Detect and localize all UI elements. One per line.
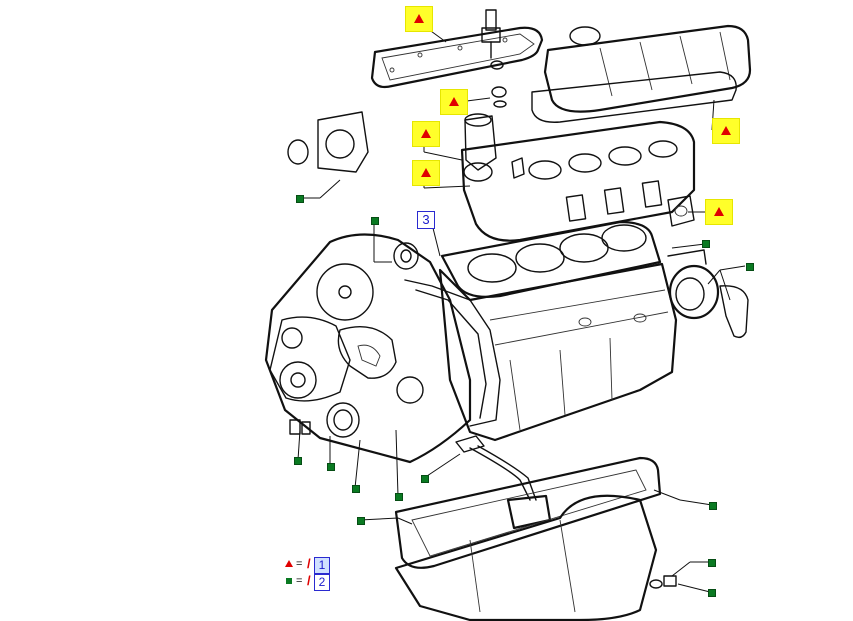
ref2-marker-sump-gasket-right[interactable] [709, 502, 717, 510]
ref2-marker-pickup-gasket[interactable] [421, 475, 429, 483]
ref1-marker-rocker-gasket[interactable] [405, 6, 433, 32]
ref2-marker-adaptor-gasket[interactable] [296, 195, 304, 203]
rocker-cover-gasket-left [370, 26, 544, 89]
adaptor-gasket [317, 111, 369, 173]
sump-gasket [394, 456, 662, 569]
cylinder-head [460, 120, 696, 242]
thermostat-housing [463, 113, 497, 182]
front-seals [287, 139, 419, 438]
leader-lines [297, 25, 746, 593]
ref1-marker-breather-seal[interactable] [440, 89, 468, 115]
ref2-marker-seal-ring[interactable] [371, 217, 379, 225]
ref1-marker-manifold-gasket[interactable] [705, 199, 733, 225]
manifold-gasket [667, 195, 695, 227]
cylinder-head-gasket [440, 220, 662, 298]
ref2-marker-drain-plug[interactable] [708, 559, 716, 567]
ref2-marker-drain-washer[interactable] [708, 589, 716, 597]
ref2-marker-rear-gasket[interactable] [702, 240, 710, 248]
ref2-marker-pump-bolts[interactable] [294, 457, 302, 465]
legend-equals-2: = [296, 575, 303, 587]
legend-link-icon-2: / [307, 573, 311, 588]
breather-fitting [481, 9, 507, 108]
drain-plug [649, 575, 677, 589]
legend-ref-1[interactable]: 1 [314, 557, 330, 574]
legend-ref-2[interactable]: 2 [314, 574, 330, 591]
water-pump [269, 316, 351, 402]
ref2-marker-rear-seal[interactable] [746, 263, 754, 271]
ref1-marker-head-seal[interactable] [412, 160, 440, 186]
ref1-marker-thermostat-gasket[interactable] [412, 121, 440, 147]
oil-sump [394, 494, 658, 621]
timing-cover [264, 233, 472, 464]
ref2-marker-sump-gasket-left[interactable] [357, 517, 365, 525]
legend-link-icon-1: / [307, 556, 311, 571]
ref2-marker-cover-gasket[interactable] [395, 493, 403, 501]
legend-triangle-icon [285, 560, 293, 567]
ref2-marker-cover-seal[interactable] [352, 485, 360, 493]
engine-block [438, 262, 678, 442]
legend-square-icon [286, 578, 292, 584]
front-cover-gasket [404, 279, 501, 427]
legend-equals-1: = [296, 558, 303, 570]
ref2-marker-front-seal[interactable] [327, 463, 335, 471]
callout-3[interactable]: 3 [417, 211, 435, 229]
rocker-cover [531, 24, 752, 123]
ref1-marker-rocker-cover-gasket[interactable] [712, 118, 740, 144]
rear-seal-housing [667, 249, 749, 339]
